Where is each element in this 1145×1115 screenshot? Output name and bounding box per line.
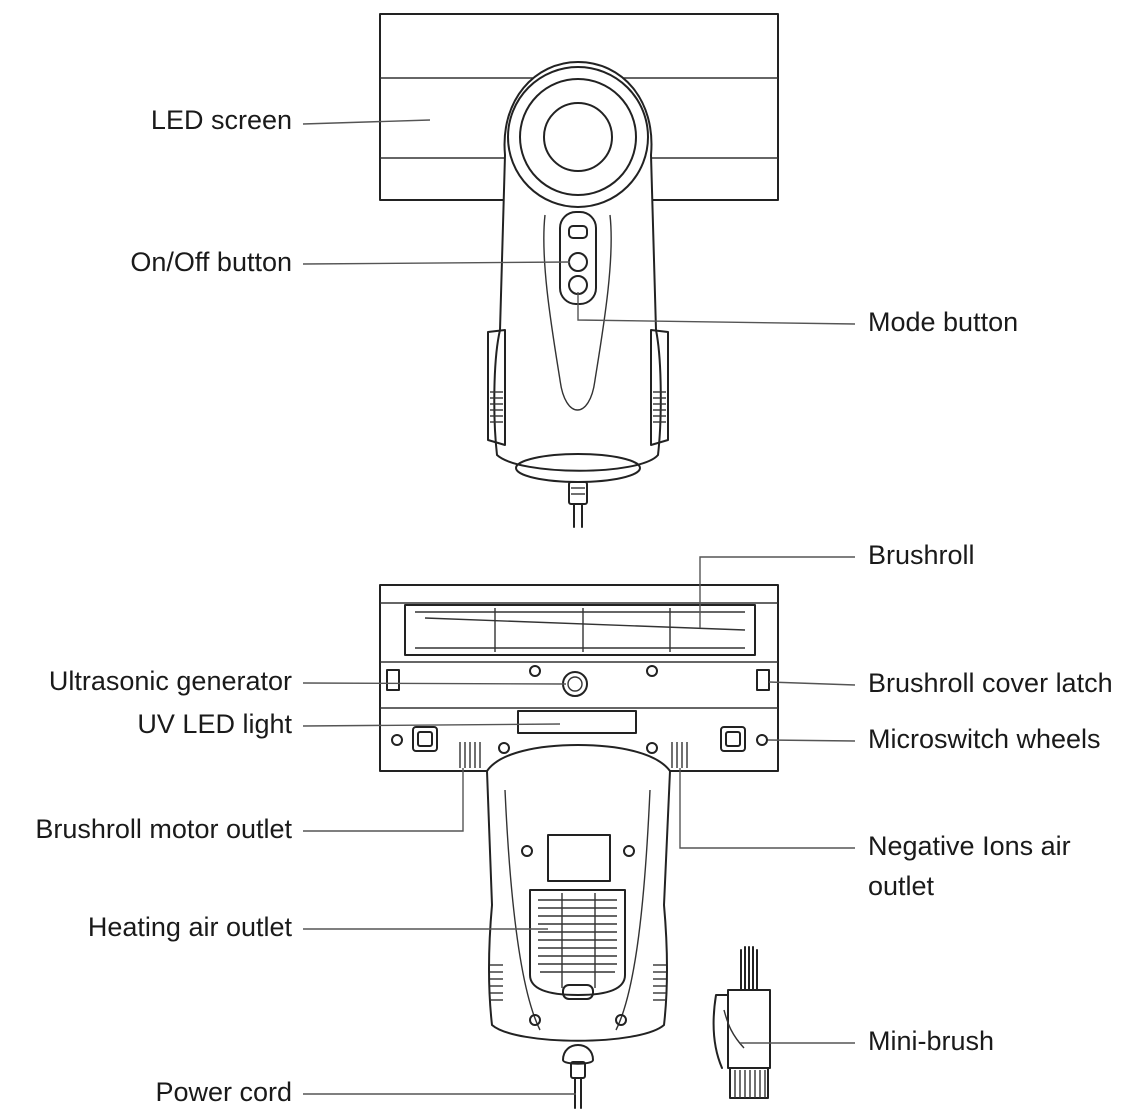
- mini-brush-drawing: [712, 946, 771, 1099]
- leader-microswitch-wheels: [767, 739, 856, 742]
- led-ring: [507, 66, 649, 208]
- ultrasonic-generator-shape: [562, 671, 588, 697]
- label-uv-led-light: UV LED light: [137, 709, 292, 739]
- uv-led-light-shape: [517, 710, 637, 734]
- latch-left: [386, 669, 400, 691]
- label-negative-ions-air-outlet-line1: Negative Ions air: [868, 831, 1071, 861]
- led-screen-display: [543, 102, 613, 172]
- leader-ultrasonic-generator: [302, 682, 567, 685]
- label-brushroll: Brushroll: [868, 540, 975, 570]
- mini-brush-comb: [729, 1067, 769, 1099]
- leader-brushroll-cover-latch: [768, 681, 856, 686]
- bottom-handle-body: [486, 744, 671, 1042]
- leader-mode-button: [577, 292, 856, 325]
- label-led-screen: LED screen: [150, 105, 292, 135]
- wheel-left: [412, 726, 438, 752]
- label-ultrasonic-generator: Ultrasonic generator: [48, 666, 292, 696]
- mini-brush-body: [727, 989, 771, 1069]
- label-plate: [547, 834, 611, 882]
- label-power-cord: Power cord: [155, 1077, 292, 1107]
- label-microswitch-wheels: Microswitch wheels: [868, 724, 1101, 754]
- label-brushroll-motor-outlet: Brushroll motor outlet: [35, 814, 292, 844]
- heating-grille: [529, 889, 626, 996]
- top-view-drawing: [379, 13, 779, 528]
- bottom-view-drawing: [379, 584, 779, 1109]
- label-on-off-button: On/Off button: [130, 247, 292, 277]
- latch-right: [756, 669, 770, 691]
- leader-on-off-button: [302, 261, 571, 265]
- leader-brushroll: [699, 556, 855, 628]
- label-heating-air-outlet: Heating air outlet: [87, 912, 292, 942]
- leader-uv-led-light: [302, 723, 561, 727]
- leader-negative-ions-air-outlet: [679, 768, 855, 849]
- label-mini-brush: Mini-brush: [868, 1026, 995, 1056]
- wheel-right: [720, 726, 746, 752]
- leader-led-screen: [302, 119, 431, 125]
- label-mode-button: Mode button: [868, 307, 1019, 337]
- leader-lines: [302, 119, 856, 1095]
- label-negative-ions-air-outlet-line2: outlet: [868, 871, 935, 901]
- brushroll-window: [404, 604, 756, 656]
- leader-brushroll-motor-outlet: [303, 768, 464, 832]
- label-brushroll-cover-latch: Brushroll cover latch: [868, 668, 1113, 698]
